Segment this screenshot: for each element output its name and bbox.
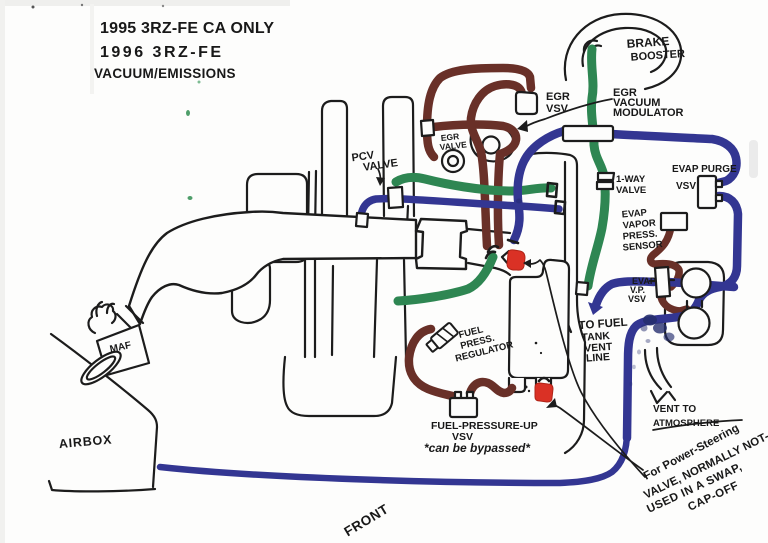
- svg-text:BOOSTER: BOOSTER: [630, 48, 685, 64]
- svg-text:1995 3RZ-FE CA ONLY: 1995 3RZ-FE CA ONLY: [100, 20, 274, 37]
- svg-text:VSV: VSV: [676, 181, 696, 192]
- svg-text:EVAP: EVAP: [621, 207, 648, 220]
- svg-text:VSV: VSV: [546, 103, 569, 115]
- svg-text:MAF: MAF: [109, 340, 132, 355]
- svg-text:VALVE: VALVE: [362, 157, 398, 174]
- svg-text:VACUUM/EMISSIONS: VACUUM/EMISSIONS: [94, 66, 236, 81]
- svg-text:V.P.: V.P.: [630, 285, 645, 295]
- svg-text:VENT: VENT: [584, 341, 613, 355]
- svg-text:SENSOR: SENSOR: [622, 239, 663, 253]
- svg-text:VSV: VSV: [452, 431, 473, 443]
- svg-text:TANK: TANK: [581, 330, 611, 344]
- svg-text:BRAKE: BRAKE: [626, 34, 670, 51]
- svg-text:*can be bypassed*: *can be bypassed*: [424, 441, 531, 455]
- svg-text:VALVE: VALVE: [439, 139, 467, 152]
- svg-text:PRESS.: PRESS.: [622, 229, 658, 243]
- svg-text:MODULATOR: MODULATOR: [613, 107, 684, 119]
- svg-text:EVAP: EVAP: [632, 276, 656, 286]
- svg-text:EGR: EGR: [613, 87, 637, 99]
- svg-text:LINE: LINE: [586, 351, 611, 365]
- svg-text:VAPOR: VAPOR: [622, 218, 656, 232]
- svg-text:FUEL-PRESSURE-UP: FUEL-PRESSURE-UP: [431, 420, 538, 432]
- svg-text:AIRBOX: AIRBOX: [58, 432, 112, 451]
- svg-text:1996 3RZ-FE: 1996 3RZ-FE: [100, 44, 224, 61]
- svg-text:VACUUM: VACUUM: [613, 97, 660, 109]
- svg-text:VALVE: VALVE: [616, 185, 646, 196]
- svg-text:ATMOSPHERE: ATMOSPHERE: [653, 418, 719, 429]
- svg-text:VENT TO: VENT TO: [653, 404, 696, 415]
- svg-text:EVAP PURGE: EVAP PURGE: [672, 164, 737, 175]
- svg-text:EGR: EGR: [440, 131, 459, 143]
- svg-text:EGR: EGR: [546, 91, 570, 103]
- svg-text:TO FUEL: TO FUEL: [578, 317, 628, 332]
- svg-text:VSV: VSV: [628, 294, 646, 304]
- svg-text:PCV: PCV: [351, 149, 376, 164]
- svg-text:1-WAY: 1-WAY: [616, 174, 646, 185]
